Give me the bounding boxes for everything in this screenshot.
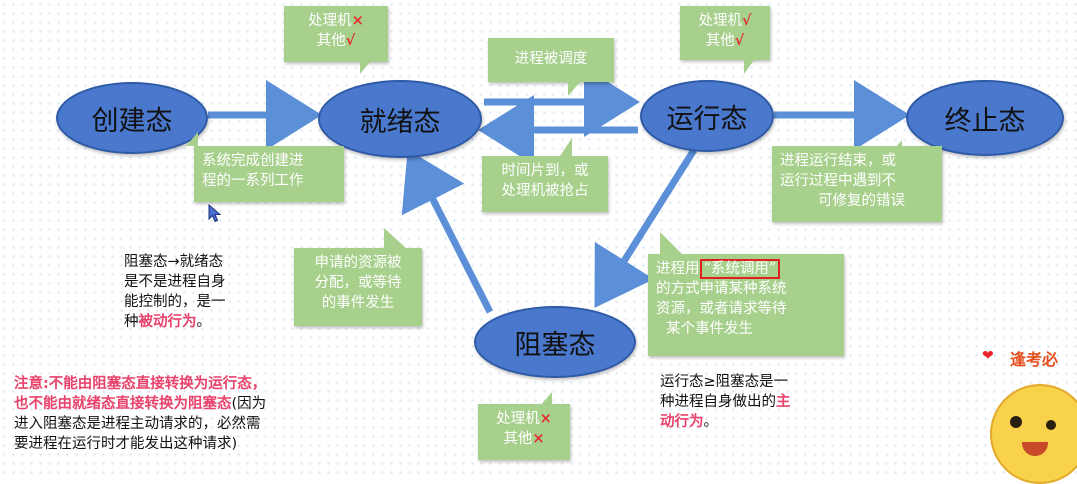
note-resource-line2: 分配，或等待 <box>314 275 402 291</box>
note-syscall-line3: 资源，或者请求等待 <box>656 301 787 317</box>
left-text-line4-suffix: 。 <box>196 314 212 330</box>
attention-line2-bold: 也不能由就绪态直接转换为阻塞态 <box>14 396 232 412</box>
note-running-line2: 其他 <box>705 33 735 49</box>
note-create-work: 系统完成创建进 程的一系列工作 <box>194 146 344 202</box>
sticker-text: 逢考必 <box>1010 350 1059 369</box>
right-text-line3-suffix: 。 <box>703 414 719 430</box>
cross-icon: × <box>532 430 545 447</box>
attention-line3: 进入阻塞态是进程主动请求的，必然需 <box>14 416 261 432</box>
arrow-blocked-to-ready <box>401 149 494 314</box>
heart-icon: ❤ <box>982 348 994 364</box>
note-tail <box>660 232 682 254</box>
note-finish-line2: 运行过程中遇到不 <box>780 173 896 189</box>
state-ready-label: 就绪态 <box>359 106 441 138</box>
passive-behavior-label: 被动行为 <box>138 314 197 330</box>
attention-line2-rest: (因为 <box>231 396 267 412</box>
state-running: 运行态 <box>640 80 774 152</box>
note-blocked-line1: 处理机 <box>496 411 540 427</box>
state-created-label: 创建态 <box>91 105 173 137</box>
note-create-line1: 系统完成创建进 <box>202 153 304 169</box>
note-resource-line3: 的事件发生 <box>321 295 395 311</box>
state-ready: 就绪态 <box>318 80 482 158</box>
note-blocked-resources: 处理机× 其他× <box>478 404 570 460</box>
right-text-line1: 运行态≥阻塞态是一 <box>660 374 789 390</box>
state-terminated: 终止态 <box>906 80 1064 156</box>
left-text-line3: 能控制的，是一 <box>124 294 226 310</box>
state-created: 创建态 <box>56 82 208 154</box>
note-timeslice-line1: 时间片到，或 <box>501 163 589 179</box>
mascot-face-icon <box>990 384 1077 484</box>
left-text-line1: 阻塞态→就绪态 <box>124 254 224 270</box>
note-tail <box>384 228 406 248</box>
arrow-running-to-blocked <box>594 148 697 308</box>
check-icon: √ <box>741 12 752 29</box>
note-tail <box>360 62 370 74</box>
attention-line1: 注意:不能由阻塞态直接转换为运行态， <box>14 376 267 392</box>
note-syscall-prefix: 进程用 <box>656 261 700 277</box>
attention-note: 注意:不能由阻塞态直接转换为运行态， 也不能由就绪态直接转换为阻塞态(因为 进入… <box>14 374 394 454</box>
right-text-line2-prefix: 种进程自身做出的 <box>660 394 776 410</box>
state-running-label: 运行态 <box>666 103 748 135</box>
syscall-highlight: “系统调用” <box>699 259 781 279</box>
note-ready-line1: 处理机 <box>308 13 352 29</box>
cross-icon: × <box>351 12 364 29</box>
note-create-line2: 程的一系列工作 <box>202 173 304 189</box>
state-blocked-label: 阻塞态 <box>514 329 596 361</box>
note-finish-line3: 可修复的错误 <box>818 193 905 209</box>
active-behavior-label-part1: 主 <box>776 394 791 410</box>
cross-icon: × <box>539 410 552 427</box>
check-icon: √ <box>345 32 356 49</box>
note-syscall-line4: 某个事件发生 <box>666 321 753 337</box>
note-running-resources: 处理机√ 其他√ <box>680 6 770 60</box>
active-behavior-label-part2: 动行为 <box>660 414 704 430</box>
note-tail <box>186 132 198 146</box>
attention-line4: 要进程在运行时才能发出这种请求) <box>14 436 238 452</box>
note-finish: 进程运行结束，或 运行过程中遇到不 可修复的错误 <box>772 146 942 222</box>
active-behavior-explanation: 运行态≥阻塞态是一 种进程自身做出的主 动行为。 <box>660 372 860 432</box>
note-tail <box>540 392 552 406</box>
left-text-line4-prefix: 种 <box>124 314 139 330</box>
left-text-line2: 是不是进程自身 <box>124 274 226 290</box>
state-blocked: 阻塞态 <box>474 306 636 378</box>
passive-behavior-explanation: 阻塞态→就绪态 是不是进程自身 能控制的，是一 种被动行为。 <box>124 252 284 332</box>
note-tail <box>568 82 580 96</box>
mouse-cursor-icon <box>208 204 222 223</box>
note-blocked-line2: 其他 <box>503 431 533 447</box>
note-timeslice-line2: 处理机被抢占 <box>501 183 589 199</box>
note-finish-line1: 进程运行结束，或 <box>780 153 896 169</box>
note-ready-resources: 处理机× 其他√ <box>284 6 388 62</box>
note-resource-allocated: 申请的资源被 分配，或等待 的事件发生 <box>294 248 422 326</box>
note-resource-line1: 申请的资源被 <box>314 255 402 271</box>
note-scheduled-text: 进程被调度 <box>514 51 588 67</box>
note-timeslice: 时间片到，或 处理机被抢占 <box>482 156 608 212</box>
note-tail <box>744 60 754 74</box>
note-scheduled: 进程被调度 <box>488 38 614 82</box>
check-icon: √ <box>734 32 745 49</box>
note-syscall-line2: 的方式申请某种系统 <box>656 281 787 297</box>
state-terminated-label: 终止态 <box>944 105 1026 137</box>
sticker: ❤ 逢考必 <box>970 330 1077 484</box>
note-ready-line2: 其他 <box>316 33 346 49</box>
note-tail <box>560 138 572 156</box>
note-running-line1: 处理机 <box>698 13 742 29</box>
note-system-call: 进程用“系统调用” 的方式申请某种系统 资源，或者请求等待 某个事件发生 <box>648 254 844 356</box>
